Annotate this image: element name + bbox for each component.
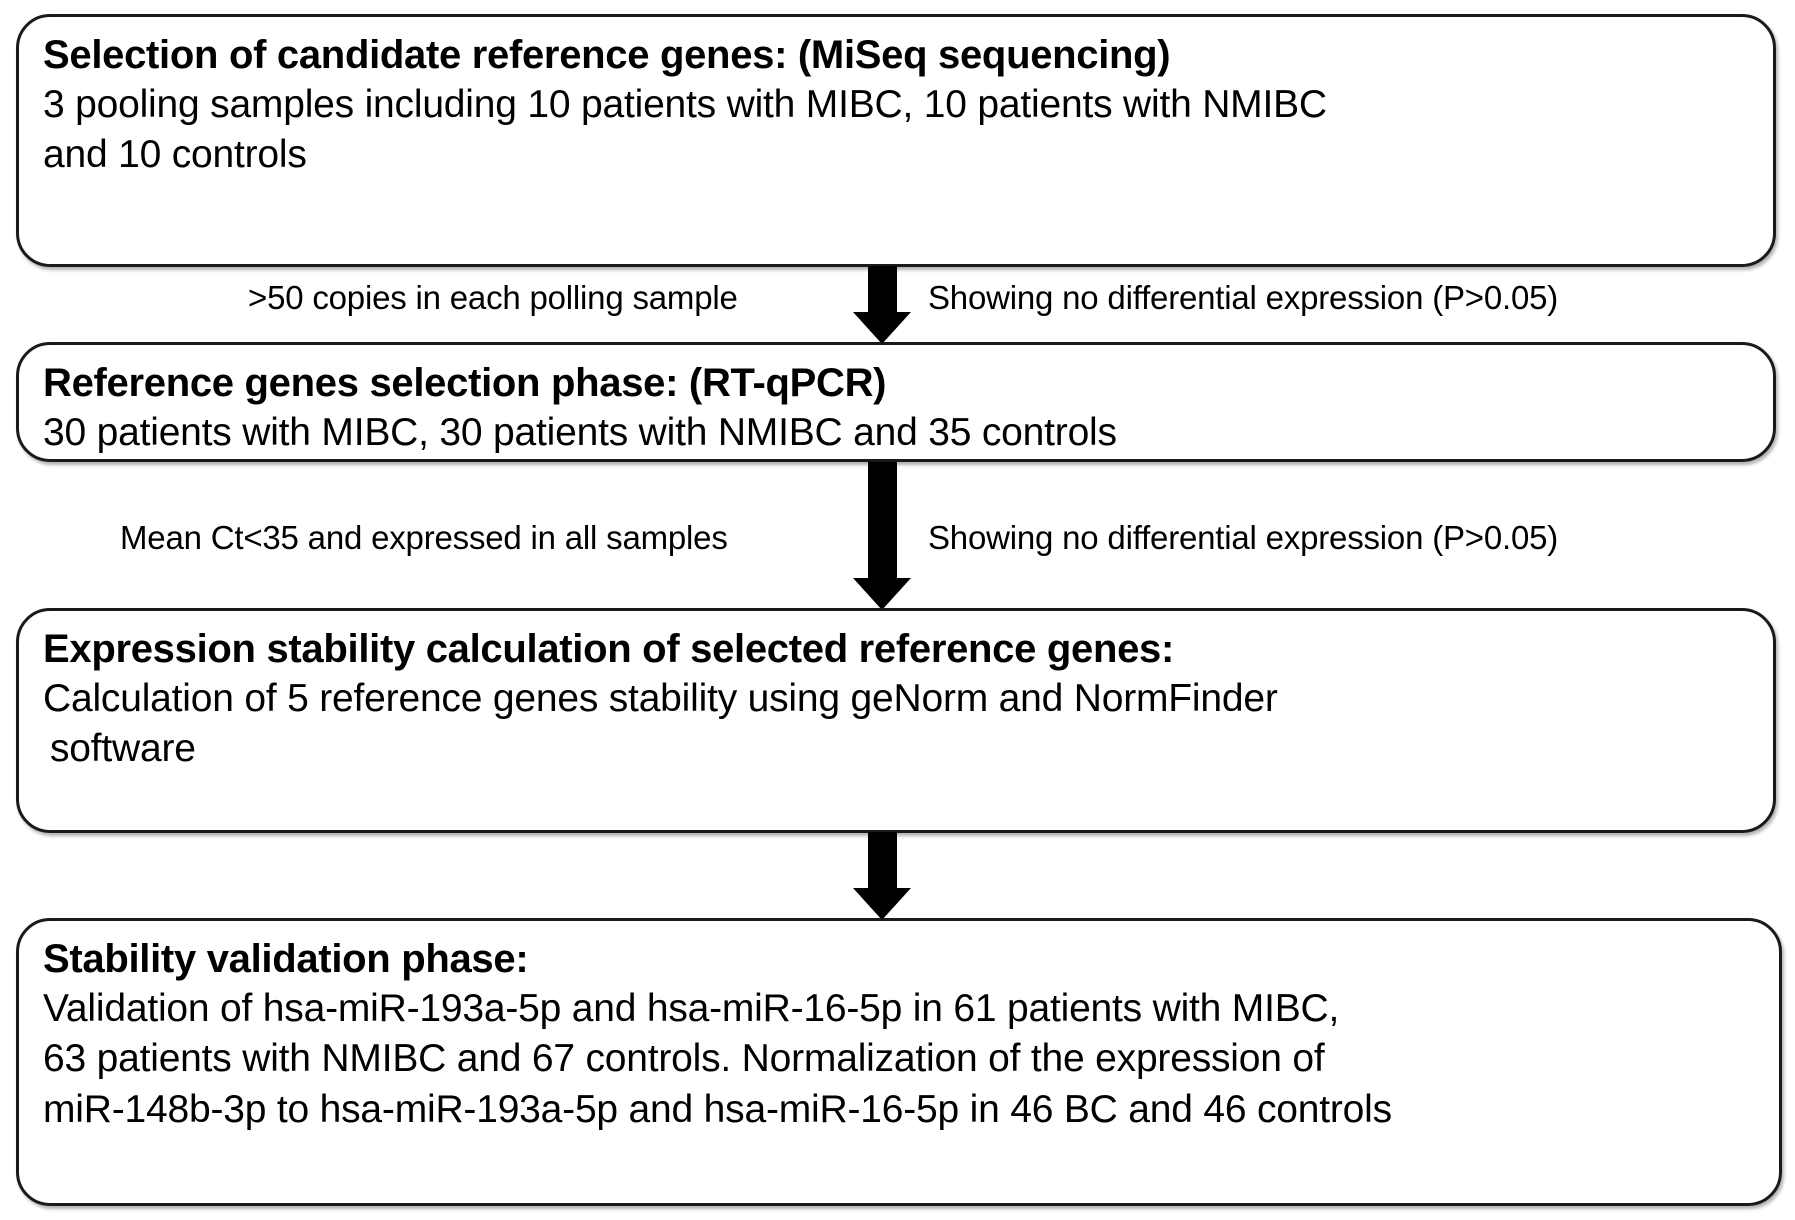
edge-label-right: Showing no differential expression (P>0.… [928,519,1559,556]
node-body-line: Validation of hsa-miR-193a-5p and hsa-mi… [43,986,1340,1030]
arrow-head [853,312,911,344]
node-title: Reference genes selection phase: (RT-qPC… [43,361,887,405]
flow-node-reference-genes-selection-phase: Reference genes selection phase: (RT-qPC… [16,342,1776,462]
node-body-line: 30 patients with MIBC, 30 patients with … [43,410,1117,454]
node-content: Stability validation phase: Validation o… [19,921,1779,1146]
flow-node-stability-validation-phase: Stability validation phase: Validation o… [16,918,1782,1206]
flow-node-selection-of-candidate-reference-genes: Selection of candidate reference genes: … [16,14,1776,267]
node-body: 3 pooling samples including 10 patients … [43,80,1751,181]
edge-label-left: >50 copies in each polling sample [248,279,738,316]
node-title: Expression stability calculation of sele… [43,627,1175,671]
flow-node-expression-stability-calculation: Expression stability calculation of sele… [16,608,1776,833]
node-body-line: miR-148b-3p to hsa-miR-193a-5p and hsa-m… [43,1088,1392,1132]
node-body-line: and 10 controls [43,133,307,177]
edge-label-left: Mean Ct<35 and expressed in all samples [120,519,728,556]
node-body: 30 patients with MIBC, 30 patients with … [43,408,1751,459]
node-body-line: software [50,727,196,771]
arrow-shaft [868,266,897,314]
node-body-line: Calculation of 5 reference genes stabili… [43,676,1278,720]
flow-arrow-down-icon [853,832,911,920]
node-body: Validation of hsa-miR-193a-5p and hsa-mi… [43,984,1757,1136]
edge-label-right: Showing no differential expression (P>0.… [928,279,1559,316]
node-title: Stability validation phase: [43,937,529,981]
node-body-line: 3 pooling samples including 10 patients … [43,82,1327,126]
node-body-line: 63 patients with NMIBC and 67 controls. … [43,1037,1325,1081]
flow-arrow-down-icon [853,266,911,344]
arrow-head [853,578,911,610]
arrow-shaft [868,832,897,890]
arrow-shaft [868,462,897,580]
node-title: Selection of candidate reference genes: … [43,33,1171,77]
arrow-head [853,888,911,920]
node-content: Reference genes selection phase: (RT-qPC… [19,345,1773,468]
node-content: Expression stability calculation of sele… [19,611,1773,785]
node-content: Selection of candidate reference genes: … [19,17,1773,191]
flow-arrow-down-icon [853,462,911,610]
node-body: Calculation of 5 reference genes stabili… [43,674,1751,775]
